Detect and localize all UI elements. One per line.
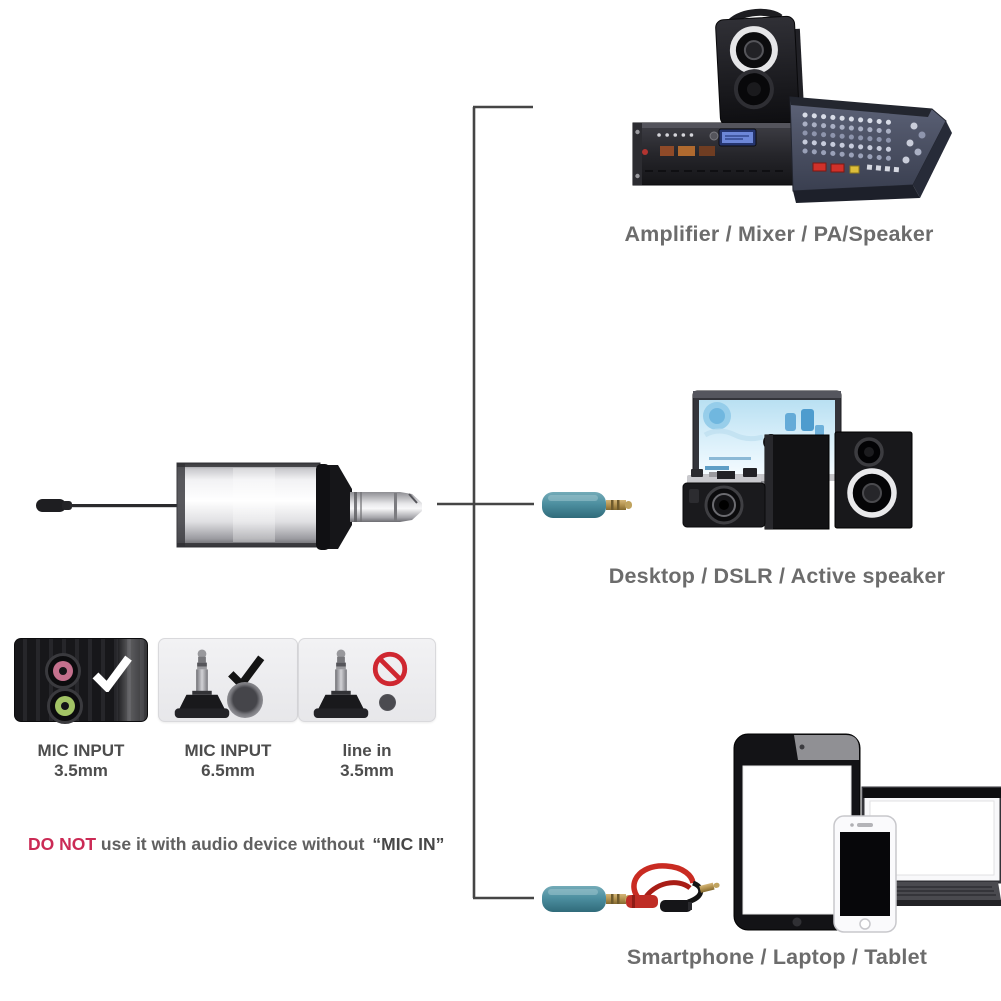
tablet xyxy=(733,733,861,931)
caption-mobile-group: Smartphone / Laptop / Tablet xyxy=(626,945,928,969)
warning-body: use it with audio device without xyxy=(96,834,365,854)
line-out-jack-icon xyxy=(47,688,83,724)
mini-socket-icon xyxy=(379,694,396,711)
panel-mic-input-3-5mm xyxy=(14,638,148,724)
panel-mic-input-6-5mm xyxy=(158,638,298,722)
caption-desktop-group: Desktop / DSLR / Active speaker xyxy=(608,564,946,588)
warning-quoted: “MIC IN” xyxy=(372,834,445,854)
label-mic-input-3-5mm: MIC INPUT 3.5mm xyxy=(37,741,125,780)
rack-amplifier xyxy=(632,122,794,186)
checkmark-icon xyxy=(92,655,132,692)
warning-text: DO NOT use it with audio device without “… xyxy=(28,834,444,855)
label-mic-input-6-5mm: MIC INPUT 6.5mm xyxy=(184,741,272,780)
jack-plug-icon xyxy=(313,649,369,719)
mic-jack-icon xyxy=(45,653,81,689)
smartphone xyxy=(833,815,897,933)
adapter-3-5mm-middle xyxy=(542,492,632,518)
amplifier-mixer-speaker-image xyxy=(632,8,952,203)
wireless-receiver xyxy=(36,462,422,550)
panel-line-in-3-5mm xyxy=(298,638,436,722)
dslr-camera xyxy=(682,468,766,528)
no-entry-icon xyxy=(372,651,408,687)
pa-speaker xyxy=(715,8,805,127)
plug-collar xyxy=(316,464,352,550)
mixing-console xyxy=(789,96,952,203)
audio-splitter-cable xyxy=(626,863,720,912)
bookshelf-speaker-right xyxy=(834,431,913,529)
antenna xyxy=(36,499,178,512)
desktop-dslr-speaker-image xyxy=(682,390,913,530)
receiver-body xyxy=(176,462,321,548)
caption-amplifier-group: Amplifier / Mixer / PA/Speaker xyxy=(624,222,934,246)
label-line-in-3-5mm: line in 3.5mm xyxy=(340,741,394,780)
smartphone-laptop-tablet-image xyxy=(733,733,1001,933)
adapter-3-5mm-bottom xyxy=(542,886,632,912)
quarter-inch-socket-icon xyxy=(227,682,263,718)
jack-plug-icon xyxy=(174,649,230,719)
warning-emphasis: DO NOT xyxy=(28,834,97,854)
quarter-inch-plug xyxy=(350,492,422,522)
bookshelf-speaker-left xyxy=(764,434,830,530)
